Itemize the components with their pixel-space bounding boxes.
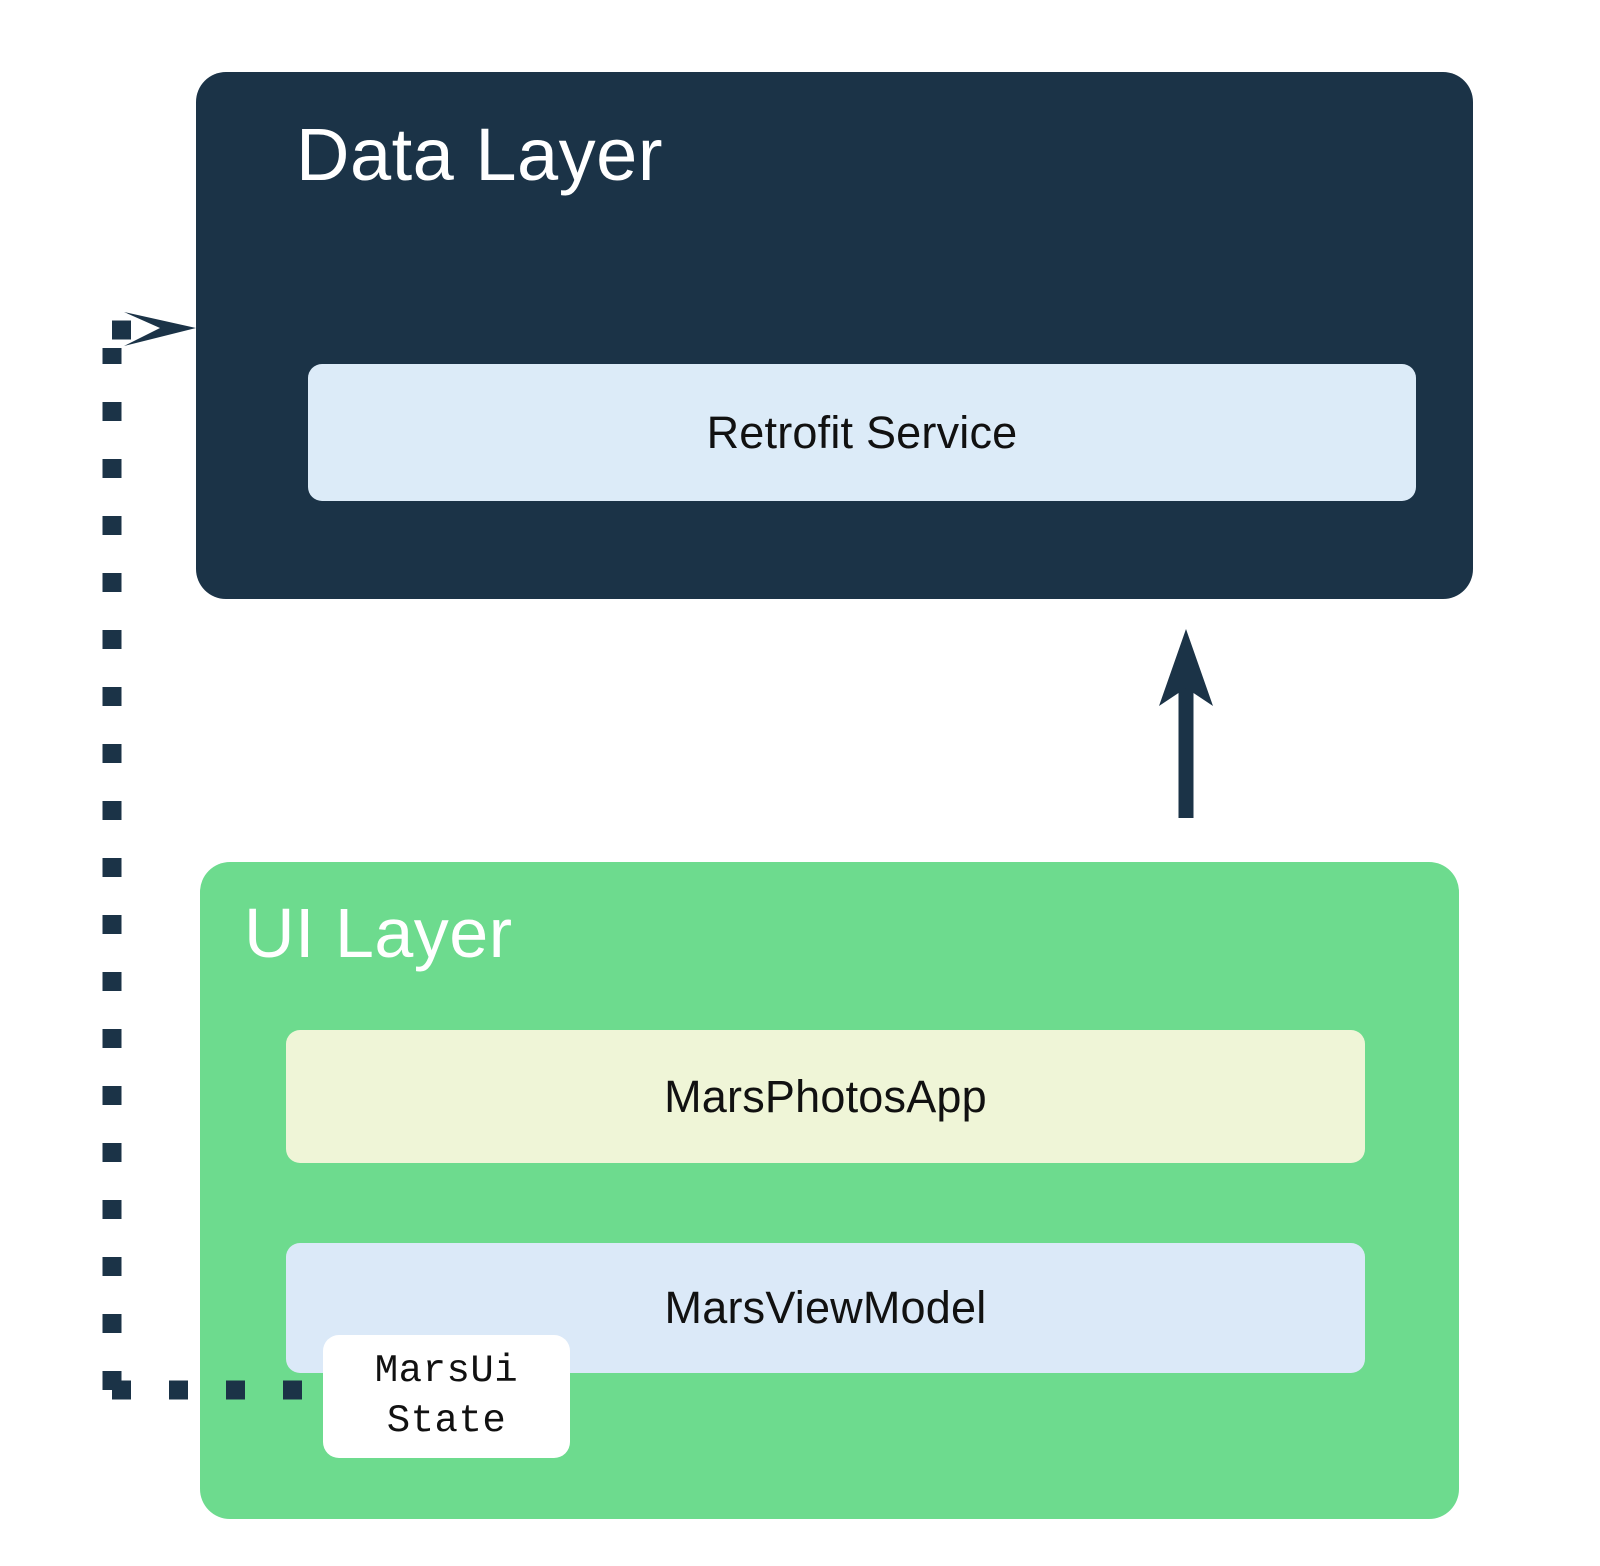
ui-layer-title: UI Layer	[244, 894, 513, 972]
data-layer-container[interactable]: Data Layer Retrofit Service	[196, 72, 1473, 599]
mars-ui-state-label-line1: MarsUi	[374, 1348, 519, 1393]
mars-ui-state-node[interactable]: MarsUi State	[323, 1335, 570, 1458]
solid-arrow-head	[1159, 629, 1213, 706]
ui-layer-container[interactable]: UI Layer MarsPhotosApp MarsViewModel Mar…	[200, 862, 1459, 1519]
solid-arrow-viewmodel-to-data-layer	[1159, 629, 1213, 818]
mars-photos-app-node[interactable]: MarsPhotosApp	[286, 1030, 1365, 1163]
data-layer-title: Data Layer	[296, 113, 663, 196]
mars-ui-state-label-line2: State	[386, 1398, 507, 1443]
dotted-arrow-head	[124, 312, 196, 346]
retrofit-service-node[interactable]: Retrofit Service	[308, 364, 1416, 501]
